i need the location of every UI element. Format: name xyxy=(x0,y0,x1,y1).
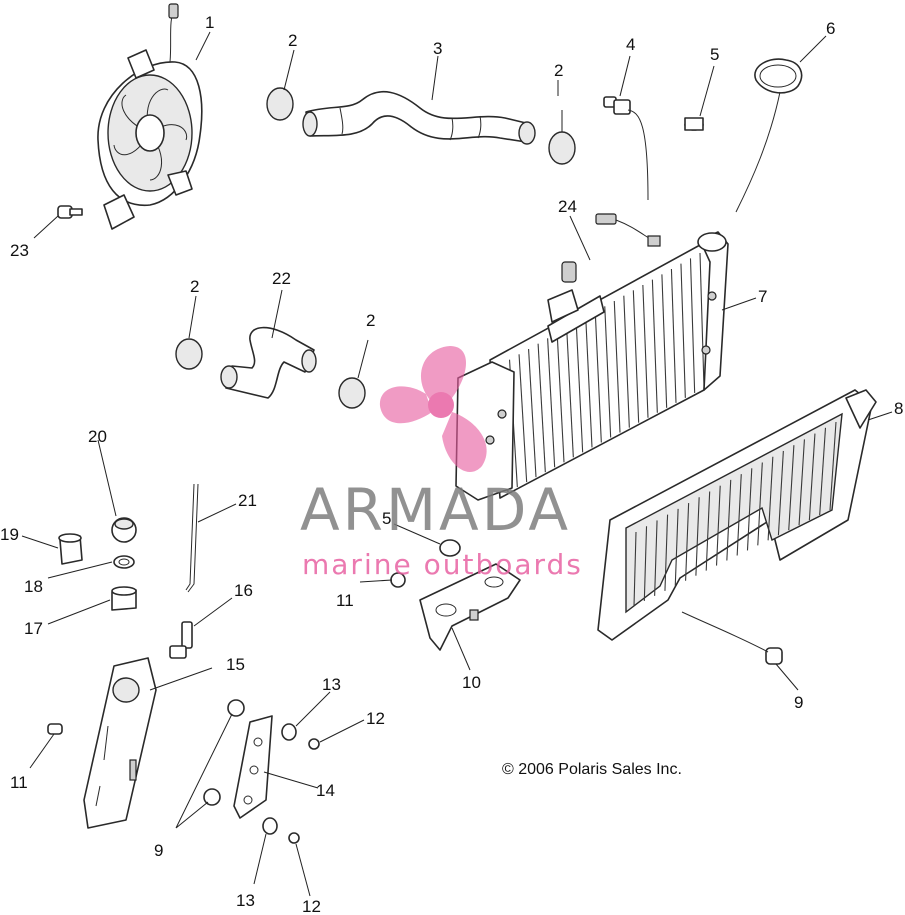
callout-2: 2 xyxy=(554,61,563,80)
callout-7: 7 xyxy=(758,287,767,306)
callout-5: 5 xyxy=(710,45,719,64)
callout-5: 5 xyxy=(382,509,391,528)
sleeve-17-part xyxy=(111,586,137,611)
radiator-shroud-part xyxy=(597,389,877,641)
callout-23: 23 xyxy=(10,241,29,260)
callout-11: 11 xyxy=(10,773,28,792)
callout-4: 4 xyxy=(626,35,635,54)
callout-19: 19 xyxy=(0,525,19,544)
callout-9: 9 xyxy=(154,841,163,860)
callout-1: 1 xyxy=(205,13,214,32)
watermark-brand: ARMADA xyxy=(300,476,571,544)
callout-2: 2 xyxy=(288,31,297,50)
radiator-cap-part xyxy=(735,58,803,213)
callout-2: 2 xyxy=(190,277,199,296)
sensor-fitting-part xyxy=(603,96,649,201)
callout-11: 11 xyxy=(336,591,354,610)
callout-22: 22 xyxy=(272,269,291,288)
callout-18: 18 xyxy=(24,577,43,596)
elbow-hose-part xyxy=(220,326,317,399)
fitting-16-part xyxy=(169,621,193,659)
callout-13: 13 xyxy=(322,675,341,694)
callout-16: 16 xyxy=(234,581,253,600)
washer-13-part xyxy=(262,723,297,835)
rod-21-part xyxy=(185,483,199,593)
overflow-bottle-part xyxy=(83,657,157,829)
leader-lines xyxy=(21,31,893,897)
callout-15: 15 xyxy=(226,655,245,674)
callout-13: 13 xyxy=(236,891,255,910)
callout-20: 20 xyxy=(88,427,107,446)
pin-12-part xyxy=(288,738,320,844)
mount-bracket-part xyxy=(419,563,521,651)
callout-8: 8 xyxy=(894,399,903,418)
bracket-plate-14-part xyxy=(233,715,273,819)
callout-14: 14 xyxy=(316,781,335,800)
callout-2: 2 xyxy=(366,311,375,330)
fan-assembly-part xyxy=(97,3,203,230)
radiator-part xyxy=(455,213,729,501)
bolt-9-right-part xyxy=(681,611,783,665)
o-ring-18-part xyxy=(113,555,135,569)
armada-watermark: ARMADA marine outboards xyxy=(300,346,583,581)
callout-9: 9 xyxy=(794,693,803,712)
callout-17: 17 xyxy=(24,619,43,638)
watermark-tagline: marine outboards xyxy=(302,548,583,581)
callout-12: 12 xyxy=(366,709,385,728)
callout-12: 12 xyxy=(302,897,321,915)
copyright-text: © 2006 Polaris Sales Inc. xyxy=(502,761,682,778)
propeller-logo xyxy=(379,346,487,473)
callout-3: 3 xyxy=(433,39,442,58)
hose-clamp-part xyxy=(175,87,576,409)
plug-5-middle-part xyxy=(439,539,461,557)
callout-24: 24 xyxy=(558,197,577,216)
nut-9-left-part xyxy=(203,699,245,806)
callout-10: 10 xyxy=(462,673,481,692)
bolt-11-left-part xyxy=(47,723,63,735)
plug-5-upper-part xyxy=(684,117,704,131)
callout-21: 21 xyxy=(238,491,257,510)
callout-numbers: 1 2 3 2 4 5 6 23 24 7 8 2 22 2 20 21 19 … xyxy=(0,13,903,915)
bolt-23-part xyxy=(57,205,83,219)
upper-hose-part xyxy=(302,91,536,145)
knob-20-part xyxy=(111,517,137,543)
callout-6: 6 xyxy=(826,19,835,38)
small-cap-19-part xyxy=(58,533,83,565)
